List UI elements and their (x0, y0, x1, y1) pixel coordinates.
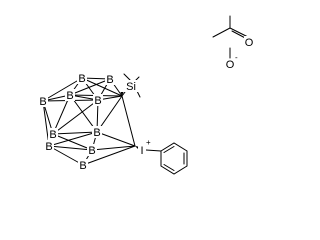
iodine-atom: I (140, 145, 143, 157)
boron-atom: B (79, 160, 86, 172)
chemical-structure: B B B B B B B B B B Si I + O O - (38, 15, 254, 175)
boron-atom: B (78, 73, 85, 85)
carboxylate-oxygen: O (226, 59, 235, 71)
acetate-bonds (212, 15, 250, 41)
boron-atom: B (66, 90, 73, 102)
boron-atom: B (45, 141, 52, 153)
phenyl-ring (160, 142, 188, 175)
boron-atoms: B B B B B B B B B B (38, 72, 115, 172)
silicon-atom: Si (126, 81, 136, 93)
boron-atom: B (106, 74, 113, 86)
iodine-positive-charge: + (146, 138, 151, 147)
boron-atom: B (49, 129, 56, 141)
boron-atom: B (94, 95, 101, 107)
structure-diagram: B B B B B B B B B B Si I + O O - (38, 15, 254, 175)
carbonyl-oxygen: O (245, 37, 254, 49)
oxygen-negative-charge: - (235, 53, 238, 62)
si-wedge-bond (120, 92, 124, 96)
boron-atom: B (93, 127, 100, 139)
boron-atom: B (88, 145, 95, 157)
boron-atom: B (39, 96, 46, 108)
